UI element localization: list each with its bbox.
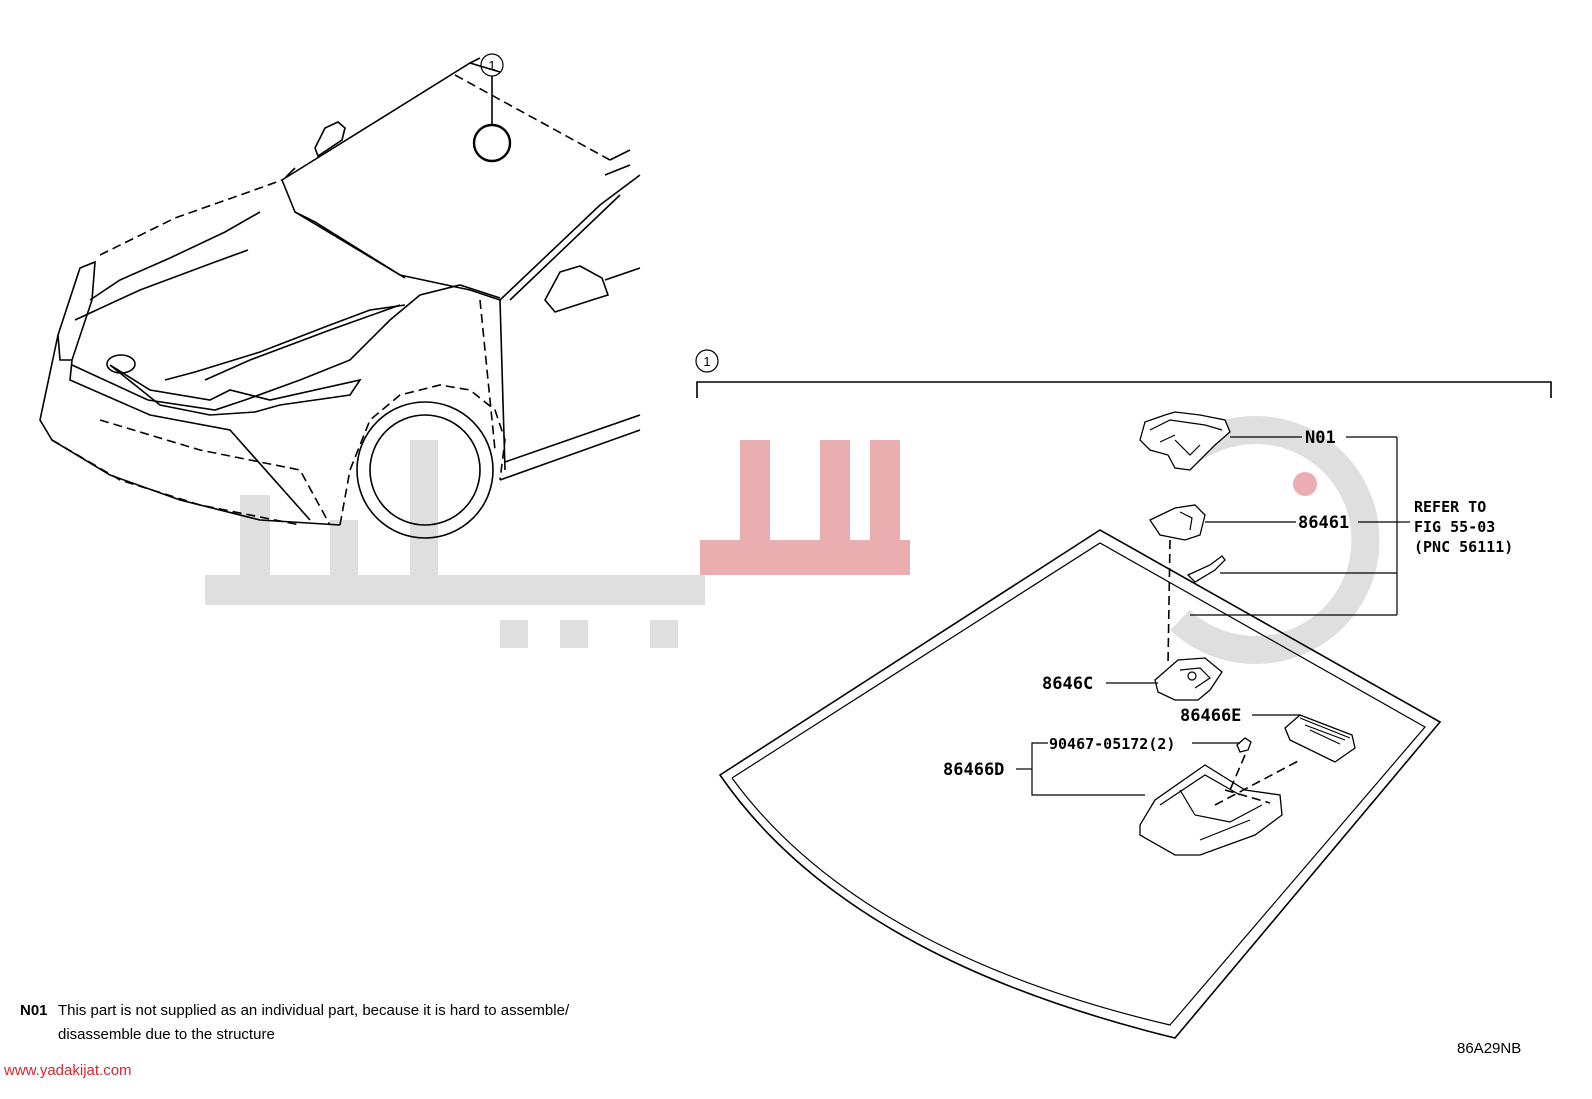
- label-bolt: 90467-05172(2): [1049, 735, 1175, 753]
- callout-ref-label: 1: [488, 58, 495, 73]
- leader-lines: [1016, 436, 1410, 796]
- part-n01: [1139, 411, 1231, 471]
- watermark-logo: [205, 416, 1380, 664]
- callout-ref-1: 1: [480, 53, 504, 77]
- part-86466d: [1139, 764, 1283, 856]
- sensor-target-circle: [472, 123, 512, 163]
- part-86461: [1149, 504, 1206, 541]
- site-url-link[interactable]: www.yadakijat.com: [4, 1062, 132, 1079]
- windshield-glass: [718, 529, 1442, 1039]
- label-86461: 86461: [1298, 513, 1349, 533]
- label-86466e: 86466E: [1180, 706, 1241, 726]
- label-8646c: 8646C: [1042, 674, 1093, 694]
- note-line2: disassemble due to the structure: [58, 1026, 275, 1043]
- assembly-lines: [1167, 539, 1301, 806]
- note-line1: This part is not supplied as an individu…: [58, 1002, 570, 1019]
- part-bolt: [1236, 737, 1252, 753]
- part-8646c: [1154, 657, 1223, 701]
- part-86466e: [1284, 714, 1356, 763]
- refer-line3: (PNC 56111): [1414, 538, 1513, 556]
- refer-line2: FIG 55-03: [1414, 518, 1495, 536]
- assembly-bracket: 1: [695, 349, 1552, 398]
- note-code: N01: [20, 1002, 48, 1019]
- callout-box-label: 1: [703, 354, 710, 369]
- label-n01: N01: [1305, 428, 1336, 448]
- part-clip: [1186, 555, 1226, 583]
- car-outline: [39, 57, 641, 539]
- diagram-code: 86A29NB: [1457, 1040, 1522, 1057]
- refer-line1: REFER TO: [1414, 498, 1486, 516]
- label-86466d: 86466D: [943, 760, 1004, 780]
